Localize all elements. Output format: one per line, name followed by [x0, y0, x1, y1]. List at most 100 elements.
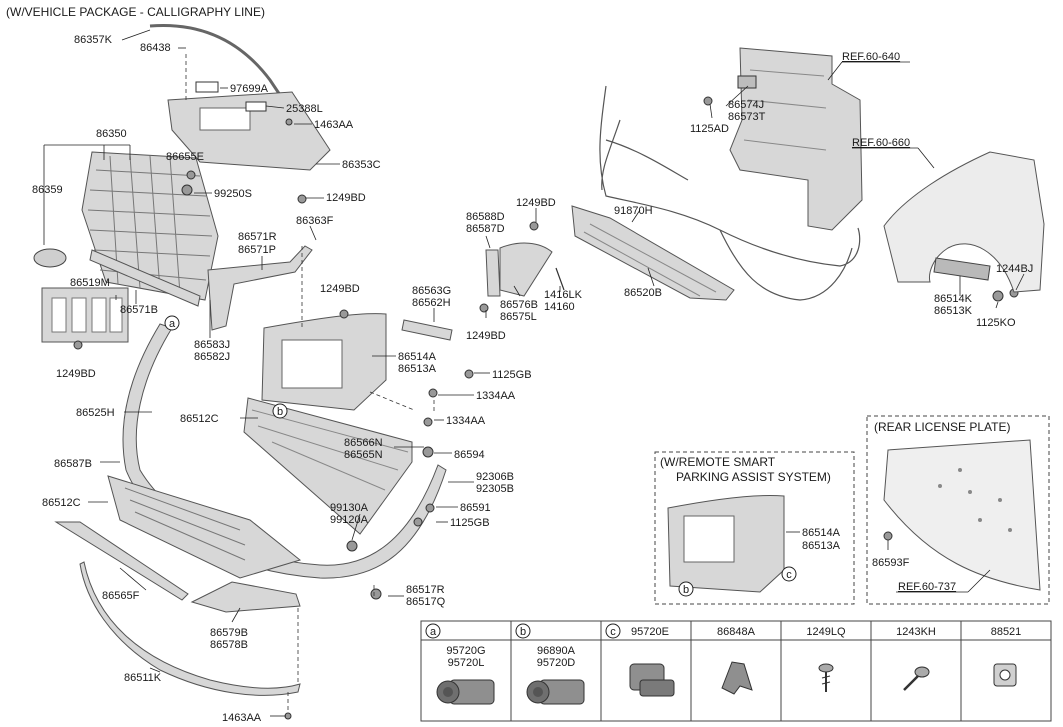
callout-86655e: 86655E: [166, 151, 204, 163]
callout-86438: 86438: [140, 42, 171, 54]
lower-garnish-part: [89, 249, 201, 307]
callout-86573t: 86573T: [728, 111, 766, 123]
parking-sensor-b-part: [526, 679, 585, 705]
license-bracket-slots: [51, 297, 123, 333]
callout-1249bd-a: 1249BD: [326, 192, 366, 204]
inset-smart-title-2: PARKING ASSIST SYSTEM): [676, 470, 831, 484]
parts-table: a 95720G 95720L b 96890A 95720D c: [420, 620, 1052, 722]
table-cell-b: b 96890A 95720D: [515, 623, 585, 705]
diagram-title: (W/VEHICLE PACKAGE - CALLIGRAPHY LINE): [6, 5, 265, 19]
callout-86514a: 86514A: [398, 351, 437, 363]
table-cell-a: a 95720G 95720L: [425, 623, 495, 705]
rod-1416lk-part: [555, 267, 565, 291]
callout-86571r: 86571R: [238, 231, 277, 243]
table-cell-b-sub1: 96890A: [537, 645, 576, 657]
callout-99250s: 99250S: [214, 188, 252, 200]
callout-labels: 86357K 86438 97699A 25388L 1463AA 86350 …: [32, 34, 1033, 724]
callout-86520b: 86520B: [624, 287, 662, 299]
callout-1334aa-b: 1334AA: [446, 415, 486, 427]
callout-97699a: 97699A: [230, 83, 269, 95]
parking-sensor-a-part: [436, 679, 495, 705]
callout-1125ad: 1125AD: [690, 123, 729, 135]
inset-callout-86514a: 86514A: [802, 527, 841, 539]
callout-86519m: 86519M: [70, 277, 110, 289]
screw-1243kh-part: [903, 666, 930, 691]
inset-marker-b: b: [683, 584, 689, 596]
callout-1416lk: 1416LK: [544, 289, 583, 301]
fender-liner-86514k-part: [933, 257, 991, 281]
svg-text:b: b: [520, 626, 526, 638]
callout-86363f: 86363F: [296, 215, 334, 227]
callout-86582j: 86582J: [194, 351, 230, 363]
callout-91870h: 91870H: [614, 205, 653, 217]
callout-1463aa: 1463AA: [314, 119, 354, 131]
callout-86513a: 86513A: [398, 363, 437, 375]
svg-text:a: a: [430, 626, 437, 638]
bumper-ribs: [124, 487, 246, 561]
callout-86571b: 86571B: [120, 304, 158, 316]
callout-ref-60-660: REF.60-660: [852, 137, 910, 149]
callout-86591: 86591: [460, 502, 491, 514]
callout-86578b: 86578B: [210, 639, 248, 651]
table-cell-88521: 88521: [991, 626, 1022, 687]
emblem-part: [33, 248, 67, 268]
callout-1249bd-e: 1249BD: [466, 330, 506, 342]
label-25388l-part: [245, 101, 267, 112]
table-cell-c-code: 95720E: [631, 626, 669, 638]
callout-86583j: 86583J: [194, 339, 230, 351]
callout-14160: 14160: [544, 301, 575, 313]
side-bracket-part: [207, 245, 313, 331]
corner-garnish-hole: [281, 339, 343, 389]
callout-86353c: 86353C: [342, 159, 381, 171]
table-cell-a-sub1: 95720G: [446, 645, 485, 657]
inset-smart-title-1: (W/REMOTE SMART: [660, 455, 776, 469]
callout-86579b: 86579B: [210, 627, 248, 639]
inset-remote-smart-parking: (W/REMOTE SMART PARKING ASSIST SYSTEM) 8…: [654, 451, 855, 605]
table-cell-86848a-code: 86848A: [717, 626, 756, 638]
leader-lines: [43, 29, 1025, 717]
callout-86566n: 86566N: [344, 437, 383, 449]
callout-1125ko: 1125KO: [976, 317, 1016, 329]
callout-86571p: 86571P: [238, 244, 276, 256]
inset-license-title: (REAR LICENSE PLATE): [874, 420, 1010, 434]
garnish-strip-part: [149, 23, 297, 117]
callout-86511k: 86511K: [124, 672, 162, 684]
frame-hole: [199, 107, 251, 131]
inset-callout-86593f: 86593F: [872, 557, 910, 569]
callout-1249bd-c: 1249BD: [56, 368, 96, 380]
table-cell-1249lq-code: 1249LQ: [806, 626, 846, 638]
inset-ref-60-737: REF.60-737: [898, 581, 956, 593]
bumper-lower-part: [107, 475, 302, 579]
lip-spoiler-part: [54, 521, 189, 601]
radiator-support-ref: [729, 47, 863, 231]
callout-86562h: 86562H: [412, 297, 451, 309]
bracket-86574j-part: [737, 75, 757, 89]
callout-86565f: 86565F: [102, 590, 140, 602]
nut-88521-part: [993, 663, 1017, 687]
callout-1463aa-b: 1463AA: [222, 712, 262, 724]
table-cell-1243kh: 1243KH: [896, 626, 936, 691]
inset-callout-86513a: 86513A: [802, 540, 841, 552]
absorber-ribs: [583, 223, 717, 297]
table-cell-1249lq: 1249LQ: [806, 626, 846, 692]
inset-marker-c: c: [786, 569, 792, 581]
callout-99120a: 99120A: [330, 514, 369, 526]
callout-1125gb-b: 1125GB: [450, 517, 490, 529]
callout-86575l: 86575L: [500, 311, 537, 323]
svg-text:c: c: [610, 626, 616, 638]
bracket-86588d-part: [485, 249, 501, 297]
callout-1334aa-a: 1334AA: [476, 390, 516, 402]
screw-1249lq-part: [818, 663, 834, 692]
callout-86588d: 86588D: [466, 211, 505, 223]
callout-92306b: 92306B: [476, 471, 514, 483]
fasteners: [73, 96, 1019, 720]
callout-86514k: 86514K: [934, 293, 973, 305]
callout-86357k: 86357K: [74, 34, 113, 46]
bumper-cover-part: [122, 323, 447, 579]
table-cell-a-sub2: 95720L: [448, 657, 485, 669]
callout-25388l: 25388L: [286, 103, 323, 115]
tailgate-holes: [938, 468, 1012, 532]
callout-86359: 86359: [32, 184, 63, 196]
table-cell-88521-code: 88521: [991, 626, 1022, 638]
